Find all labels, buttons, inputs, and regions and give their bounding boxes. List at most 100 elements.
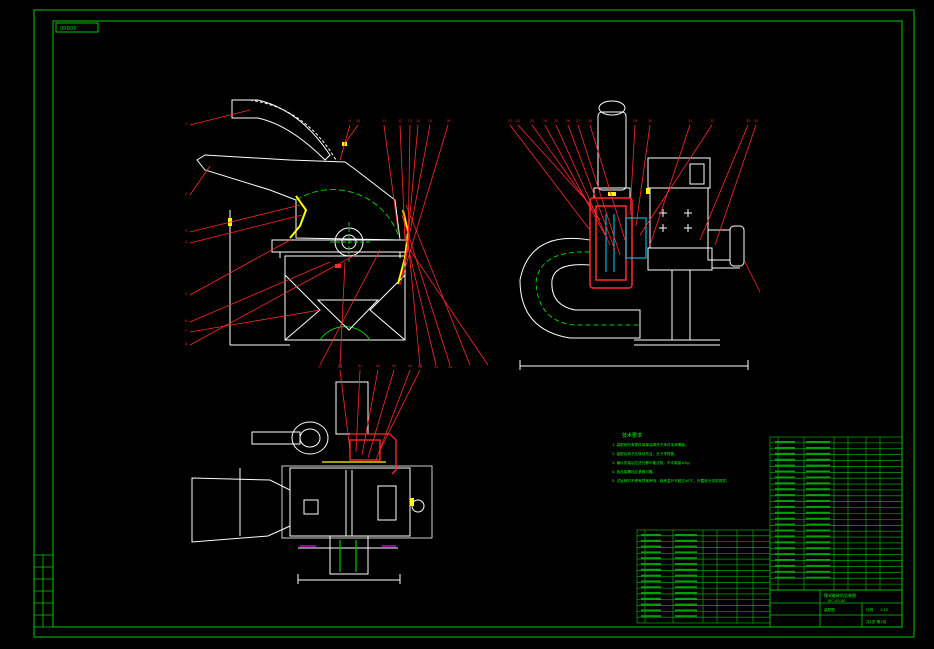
table-cell-mark — [675, 551, 697, 554]
top-part-label: 42 — [376, 364, 380, 368]
side-part-label: 29 — [633, 119, 637, 123]
top-motor — [329, 535, 369, 575]
table-cell-mark — [806, 559, 830, 561]
top-part-label: 45 — [418, 364, 422, 368]
top-part-label: 44 — [408, 364, 412, 368]
table-cell-mark — [775, 511, 795, 514]
side-part-label: 34 — [754, 119, 758, 123]
table-cell-mark — [806, 523, 830, 526]
side-part-label: 28 — [588, 119, 592, 123]
table-cell-mark — [641, 551, 661, 554]
table-cell-mark — [641, 568, 661, 571]
table-cell-mark — [675, 574, 697, 577]
table-cell-mark — [806, 476, 830, 479]
table-cell-mark — [775, 535, 795, 538]
title-block-drawing-no: JSC-00-00 — [827, 599, 846, 603]
table-cell-mark — [806, 441, 830, 443]
title-block-material: 装配图 — [824, 607, 835, 612]
side-part-label: 31 — [688, 119, 692, 123]
table-cell-mark — [775, 458, 795, 461]
side-part-label: 23 — [530, 119, 534, 123]
table-cell-mark — [806, 570, 830, 573]
top-view-colored — [300, 461, 396, 572]
table-cell-mark — [806, 494, 830, 497]
side-part-label: 32 — [710, 119, 714, 123]
table-cell-mark — [775, 441, 795, 443]
side-rotor-detail — [605, 214, 647, 272]
outer-border — [33, 9, 915, 638]
table-cell-mark — [675, 586, 697, 589]
side-part-label: 25 — [554, 119, 558, 123]
front-part-label: 16 — [446, 119, 450, 123]
table-cell-mark — [641, 534, 661, 536]
table-cell-mark — [806, 576, 830, 579]
pulley — [729, 225, 745, 267]
table-cell-mark — [806, 452, 830, 455]
table-cell-mark — [806, 470, 830, 473]
upper-casing — [196, 154, 401, 241]
corner-tag: 0RB06 — [60, 26, 76, 32]
top-part-label: 43 — [392, 364, 396, 368]
table-cell-mark — [775, 505, 795, 508]
front-part-label: 5 — [185, 292, 187, 296]
table-cell-mark — [775, 446, 795, 449]
table-cell-mark — [806, 529, 830, 532]
table-cell-mark — [775, 482, 795, 485]
side-part-label: 33 — [746, 119, 750, 123]
tech-note-3: 3. 锤片安装后应进行静平衡试验，不平衡量≤5g。 — [612, 460, 692, 465]
front-part-label: 1 — [185, 122, 187, 126]
table-cell-mark — [675, 615, 697, 618]
top-main-body — [289, 467, 411, 537]
table-cell-mark — [641, 563, 661, 565]
top-part-label: 46 — [448, 365, 452, 369]
side-marker-2 — [608, 192, 616, 196]
front-part-label: 12 — [398, 119, 402, 123]
front-part-label: 15 — [428, 119, 432, 123]
table-cell-mark — [775, 488, 795, 491]
table-cell-mark — [675, 580, 697, 583]
table-cell-mark — [641, 603, 661, 606]
tech-note-2: 2. 装配后转子应转动灵活，无卡滞现象。 — [612, 451, 678, 456]
top-view — [191, 381, 433, 584]
table-cell-mark — [806, 511, 830, 514]
table-cell-mark — [806, 553, 830, 556]
table-cell-mark — [641, 545, 661, 548]
front-part-label: 17 — [318, 365, 322, 369]
table-cell-mark — [641, 586, 661, 589]
table-cell-mark — [806, 500, 830, 502]
table-cell-mark — [775, 500, 795, 502]
table-cell-mark — [775, 494, 795, 497]
table-cell-mark — [641, 557, 661, 560]
side-support-column — [671, 269, 691, 341]
side-part-label: 21 — [508, 119, 512, 123]
front-part-label: 10 — [356, 119, 360, 123]
table-cell-mark — [641, 574, 661, 577]
side-part-label: 22 — [516, 119, 520, 123]
table-cell-mark — [775, 476, 795, 479]
table-cell-mark — [775, 523, 795, 526]
inner-border — [52, 20, 903, 628]
front-part-label: 4 — [185, 240, 187, 244]
table-cell-mark — [641, 592, 661, 594]
table-cell-mark — [775, 564, 795, 567]
table-cell-mark — [806, 458, 830, 461]
front-liner-plates — [289, 195, 410, 285]
table-cell-mark — [641, 539, 661, 542]
front-part-label: 6 — [185, 319, 187, 323]
table-cell-mark — [775, 517, 795, 520]
top-part-label: 41 — [358, 364, 362, 368]
table-cell-mark — [775, 570, 795, 573]
title-block-scale-label: 比例 — [866, 607, 874, 612]
table-cell-mark — [775, 470, 795, 473]
top-marker — [410, 498, 414, 506]
table-cell-mark — [675, 557, 697, 560]
table-cell-mark — [775, 547, 795, 550]
top-hopper — [191, 477, 291, 543]
front-part-label: 8 — [185, 342, 187, 346]
title-block — [769, 589, 903, 628]
sheet-frame — [33, 9, 915, 638]
title-block-sheet: 共1张 第1张 — [866, 619, 886, 624]
table-cell-mark — [675, 563, 697, 565]
table-cell-mark — [806, 547, 830, 550]
